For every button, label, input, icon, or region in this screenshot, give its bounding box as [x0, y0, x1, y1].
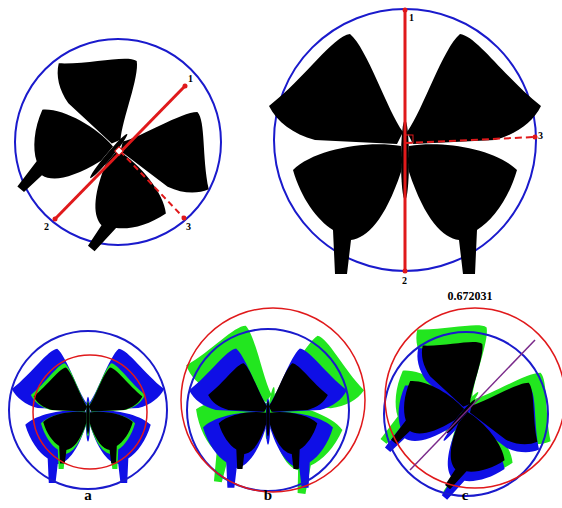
point-number: 1 — [188, 74, 193, 84]
panel-letter: c — [462, 488, 469, 503]
score-value: 0.672031 — [448, 290, 493, 302]
point-number: 1 — [409, 13, 414, 23]
panel-letter: b — [264, 488, 272, 503]
point-number: 2 — [44, 222, 49, 232]
panel-letter: a — [84, 488, 92, 503]
point-number: 3 — [186, 222, 191, 232]
point-number: 3 — [538, 131, 543, 141]
point-number: 2 — [402, 276, 407, 286]
